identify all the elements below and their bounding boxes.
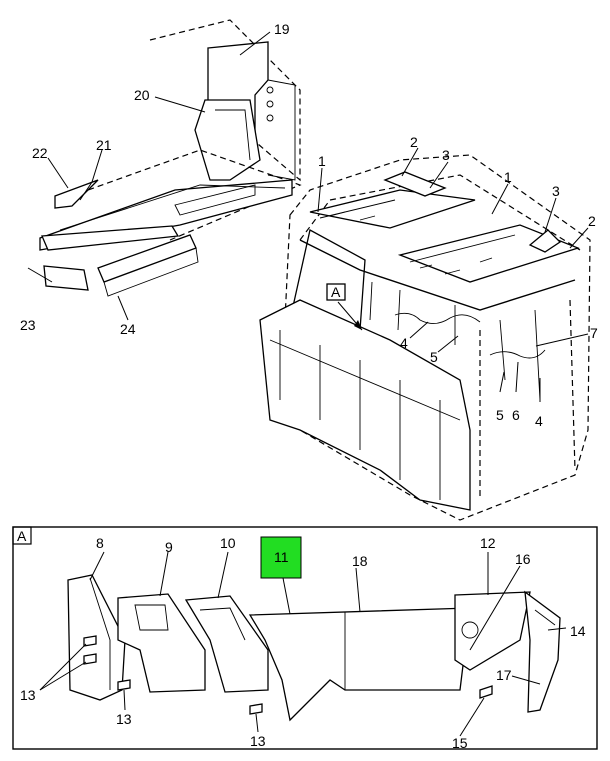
callout-15: 15	[452, 735, 468, 751]
callout-1b: 1	[504, 169, 512, 185]
callout-5b: 5	[496, 407, 504, 423]
callout-4b: 4	[535, 413, 543, 429]
callout-8: 8	[96, 535, 104, 551]
view-a-label-top: A	[331, 284, 341, 300]
callout-24: 24	[120, 321, 136, 337]
callout-22: 22	[32, 145, 48, 161]
callout-21: 21	[96, 137, 112, 153]
highlight-box-part-11	[260, 536, 302, 579]
callout-16: 16	[515, 551, 531, 567]
callout-labels: 19 20 21 22 23 24 1 2 3 1 3 2 4 5 7 5 6 …	[17, 21, 598, 751]
callout-20: 20	[134, 87, 150, 103]
callout-1a: 1	[318, 153, 326, 169]
callout-6: 6	[512, 407, 520, 423]
leader-lines	[27, 31, 589, 737]
callout-17: 17	[496, 667, 512, 683]
callout-13b: 13	[116, 711, 132, 727]
callout-5a: 5	[430, 349, 438, 365]
callout-2b: 2	[588, 213, 596, 229]
cab-assembly	[259, 154, 591, 521]
callout-23: 23	[20, 317, 36, 333]
floor-rail-assembly	[39, 19, 302, 297]
callout-14: 14	[570, 623, 586, 639]
callout-7: 7	[590, 325, 598, 341]
callout-12: 12	[480, 535, 496, 551]
callout-11: 11	[274, 549, 289, 565]
callout-10: 10	[220, 535, 236, 551]
callout-18: 18	[352, 553, 368, 569]
callout-13a: 13	[20, 687, 36, 703]
callout-19: 19	[274, 21, 290, 37]
callout-4a: 4	[400, 335, 408, 351]
callout-13c: 13	[250, 733, 266, 749]
callout-9: 9	[165, 539, 173, 555]
callout-3a: 3	[442, 147, 450, 163]
callout-3b: 3	[552, 183, 560, 199]
detail-view-a	[12, 526, 598, 750]
view-a-label-detail: A	[17, 528, 27, 544]
callout-2a: 2	[410, 134, 418, 150]
